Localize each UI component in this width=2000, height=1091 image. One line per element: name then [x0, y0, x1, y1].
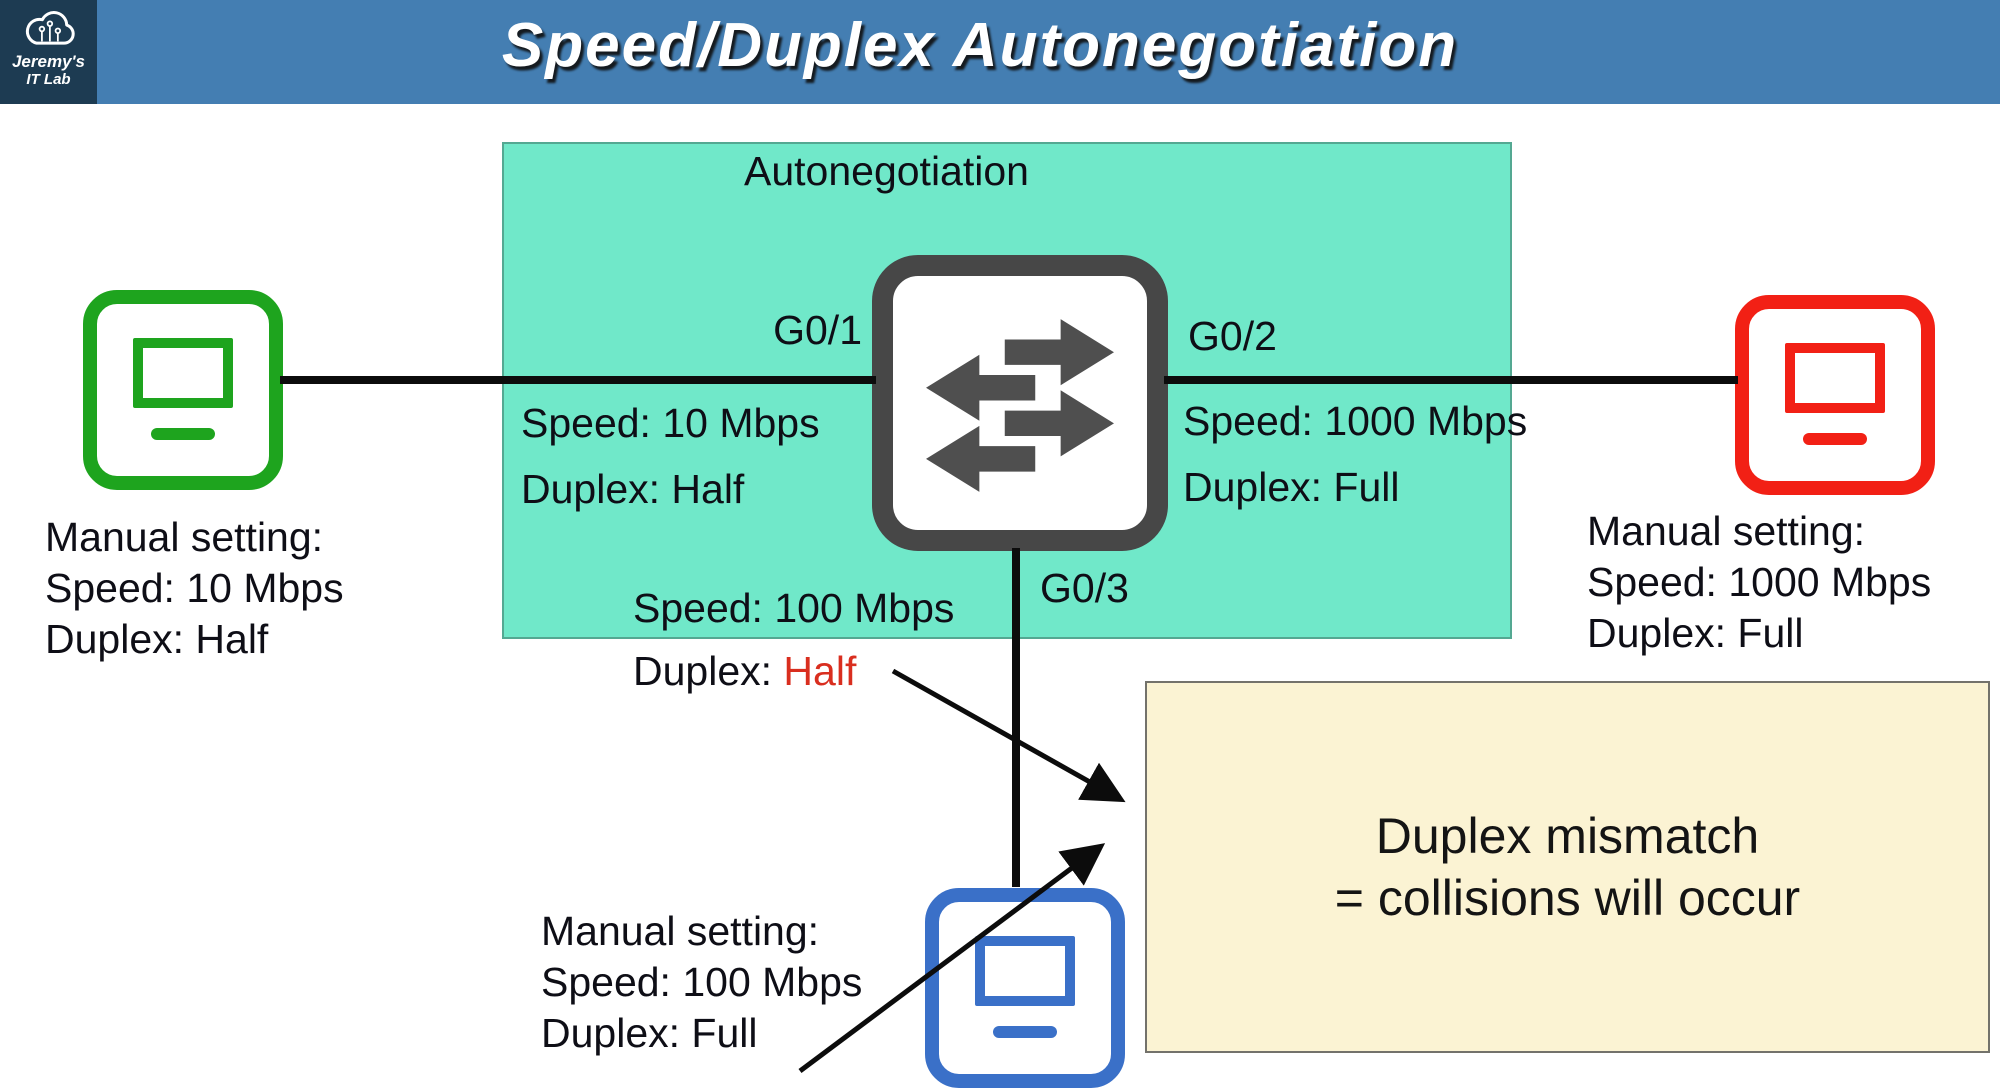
- manual-setting-left-line3: Duplex: Half: [45, 616, 269, 662]
- manual-setting-right: Manual setting: Speed: 1000 Mbps Duplex:…: [1587, 506, 1931, 659]
- monitor-base-icon: [993, 1026, 1057, 1038]
- manual-setting-right-line3: Duplex: Full: [1587, 610, 1804, 656]
- jeremys-it-lab-logo: Jeremy's IT Lab: [0, 0, 97, 104]
- g0-3-duplex-half-highlight: Half: [783, 648, 857, 694]
- manual-setting-left-line1: Manual setting:: [45, 514, 324, 560]
- logo-text-line2: IT Lab: [26, 71, 71, 88]
- callout-line2: = collisions will occur: [1334, 870, 1801, 926]
- monitor-screen-icon: [1785, 343, 1885, 413]
- g0-3-duplex-prefix: Duplex:: [633, 648, 784, 694]
- pc-left-icon: [83, 290, 283, 490]
- monitor-base-icon: [1803, 433, 1867, 445]
- g0-3-speed-label: Speed: 100 Mbps: [633, 585, 955, 631]
- g0-1-speed-label: Speed: 10 Mbps: [521, 400, 820, 446]
- switch-arrows-glyph: [926, 319, 1114, 492]
- manual-setting-right-line2: Speed: 1000 Mbps: [1587, 559, 1932, 605]
- autonegotiation-label: Autonegotiation: [744, 148, 1029, 194]
- monitor-screen-icon: [133, 338, 233, 408]
- cloud-circuit-icon: [25, 11, 75, 45]
- callout-line1: Duplex mismatch: [1375, 808, 1760, 864]
- arrow-from-duplex-half: [891, 668, 1126, 803]
- port-label-g0-1: G0/1: [773, 307, 862, 353]
- manual-setting-right-line1: Manual setting:: [1587, 508, 1866, 554]
- g0-1-duplex-label: Duplex: Half: [521, 466, 745, 512]
- slide-title: Speed/Duplex Autonegotiation: [501, 11, 1459, 80]
- header-bar: Speed/Duplex Autonegotiation: [0, 0, 2000, 104]
- manual-setting-bottom-line2: Speed: 100 Mbps: [541, 959, 863, 1005]
- manual-setting-left-line2: Speed: 10 Mbps: [45, 565, 344, 611]
- manual-setting-bottom-line3: Duplex: Full: [541, 1010, 758, 1056]
- pc-right-icon: [1735, 295, 1935, 495]
- pc-bottom-icon: [925, 888, 1125, 1088]
- manual-setting-left: Manual setting: Speed: 10 Mbps Duplex: H…: [45, 512, 344, 665]
- g0-3-duplex-label: Duplex: Half: [633, 647, 856, 695]
- g0-2-speed-label: Speed: 1000 Mbps: [1183, 398, 1528, 444]
- monitor-base-icon: [151, 428, 215, 440]
- switch-icon: [872, 255, 1168, 551]
- port-label-g0-3: G0/3: [1040, 565, 1129, 611]
- logo-text-line1: Jeremy's: [11, 52, 86, 71]
- monitor-screen-icon: [975, 936, 1075, 1006]
- g0-2-duplex-label: Duplex: Full: [1183, 464, 1400, 510]
- manual-setting-bottom: Manual setting: Speed: 100 Mbps Duplex: …: [541, 906, 862, 1059]
- manual-setting-bottom-line1: Manual setting:: [541, 908, 820, 954]
- port-label-g0-2: G0/2: [1188, 313, 1277, 359]
- duplex-mismatch-callout: Duplex mismatch = collisions will occur: [1145, 681, 1990, 1053]
